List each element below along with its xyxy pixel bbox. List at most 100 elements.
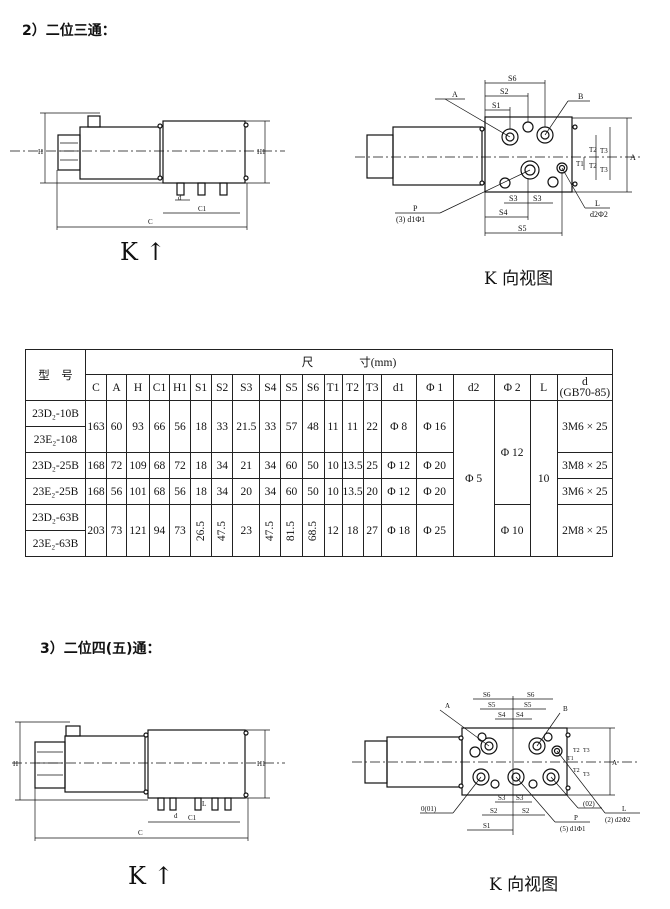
cell-0: 168 — [85, 478, 107, 505]
dim-label-H: H — [38, 148, 43, 156]
model-name: 23E₂-63B — [25, 530, 86, 557]
dim-label-C: C — [138, 829, 143, 837]
cell-9: 81.5 — [280, 504, 303, 557]
column-header: Φ 2 — [493, 374, 531, 401]
port-spec-L: d2Φ2 — [590, 210, 608, 219]
column-header: T1 — [323, 374, 343, 401]
dim-T2: T2 — [573, 748, 580, 754]
cell-0: 163 — [85, 400, 107, 453]
cell-5: 18 — [189, 400, 213, 453]
cell-9: 60 — [280, 478, 303, 505]
port-label-O: 0(01) — [421, 805, 437, 813]
cell-10: 50 — [301, 478, 325, 505]
cell-9: 57 — [280, 400, 303, 453]
cell-6: 34 — [211, 452, 234, 479]
column-header: d1 — [380, 374, 417, 401]
port-label-A: A — [445, 702, 450, 710]
column-header: L — [529, 374, 558, 401]
dim-T1: T1 — [567, 756, 574, 762]
cell-10: 48 — [301, 400, 325, 453]
dim-T2: T2 — [589, 146, 597, 154]
cell-10: 68.5 — [301, 504, 325, 557]
dim-label-C: C — [148, 218, 153, 226]
dim-label-C1: C1 — [198, 205, 207, 213]
column-header: S4 — [259, 374, 282, 401]
dim-label-H1: H1 — [257, 148, 266, 156]
port-label-O2: (02) — [583, 800, 595, 808]
cell-8: 47.5 — [259, 504, 282, 557]
cell-15: Φ 20 — [415, 452, 454, 479]
dim-S5: S5 — [518, 224, 526, 233]
dimension-header: 尺 寸(mm) — [85, 349, 613, 375]
k-view-arrow-4way: K ↑ — [128, 862, 174, 890]
dim-A: A — [612, 759, 617, 767]
cell-6: 34 — [211, 478, 234, 505]
cell-8: 34 — [259, 478, 282, 505]
column-header-d: d(GB70-85) — [556, 374, 614, 401]
d-header: d — [581, 375, 588, 388]
dim-S3: S3 — [516, 794, 524, 802]
section-heading-4way: 3）二位四(五)通： — [40, 641, 161, 657]
cell-14: Φ 8 — [380, 400, 417, 453]
cell-4: 73 — [169, 504, 191, 557]
dim-S4: S4 — [499, 208, 507, 217]
cell-12: 13.5 — [341, 478, 364, 505]
dim-S6: S6 — [527, 691, 535, 699]
column-header: S3 — [232, 374, 261, 401]
column-header: Φ 1 — [415, 374, 454, 401]
dim-S2: S2 — [500, 87, 508, 96]
column-header: C1 — [149, 374, 170, 401]
dim-label-L: L — [202, 800, 206, 808]
cell-7: 21.5 — [232, 400, 261, 453]
cell-11: 12 — [323, 504, 343, 557]
cell-14: Φ 18 — [380, 504, 417, 557]
cell-5: 18 — [189, 478, 213, 505]
column-header: S6 — [301, 374, 325, 401]
cell-13: 20 — [362, 478, 382, 505]
cell-15: Φ 25 — [415, 504, 454, 557]
column-header: C — [85, 374, 107, 401]
port-label-B: B — [578, 92, 583, 101]
dim-S2: S2 — [490, 807, 498, 815]
k-view-arrow-3way: K ↑ — [120, 238, 166, 266]
dim-A: A — [630, 153, 636, 162]
cell-1: 60 — [106, 400, 127, 453]
cell-7: 21 — [232, 452, 261, 479]
dim-S1: S1 — [492, 101, 500, 110]
cell-11: 10 — [323, 478, 343, 505]
cell-12: 13.5 — [341, 452, 364, 479]
column-header: S5 — [280, 374, 303, 401]
cell-4: 56 — [169, 400, 191, 453]
cell-L: 10 — [529, 400, 558, 557]
model-name: 23E₂-108 — [25, 426, 86, 453]
cell-2: 109 — [126, 452, 150, 479]
cell-phi2: Φ 12 — [493, 400, 531, 505]
cell-6: 33 — [211, 400, 234, 453]
cell-8: 34 — [259, 452, 282, 479]
cell-value: 81.5 — [285, 520, 298, 541]
port-spec-L: (2) d2Φ2 — [605, 816, 631, 824]
cell-1: 56 — [106, 478, 127, 505]
cell-11: 11 — [323, 400, 343, 453]
dim-S3: S3 — [533, 194, 541, 203]
cell-12: 18 — [341, 504, 364, 557]
cell-value: 68.5 — [307, 520, 319, 541]
model-name: 23D₂-10B — [25, 400, 86, 427]
model-name: 23E₂-25B — [25, 478, 86, 505]
column-header: S2 — [211, 374, 234, 401]
cell-1: 72 — [106, 452, 127, 479]
cell-13: 27 — [362, 504, 382, 557]
cell-d2: Φ 5 — [452, 400, 495, 557]
cell-2: 93 — [126, 400, 150, 453]
cell-6: 47.5 — [211, 504, 234, 557]
cell-5: 18 — [189, 452, 213, 479]
section-heading-3way: 2）二位三通： — [22, 23, 116, 39]
cell-15: Φ 20 — [415, 478, 454, 505]
dim-label-H: H — [13, 760, 18, 768]
cell-3: 66 — [149, 400, 170, 453]
port-label-A: A — [452, 90, 458, 99]
dim-label-C1: C1 — [188, 814, 197, 822]
